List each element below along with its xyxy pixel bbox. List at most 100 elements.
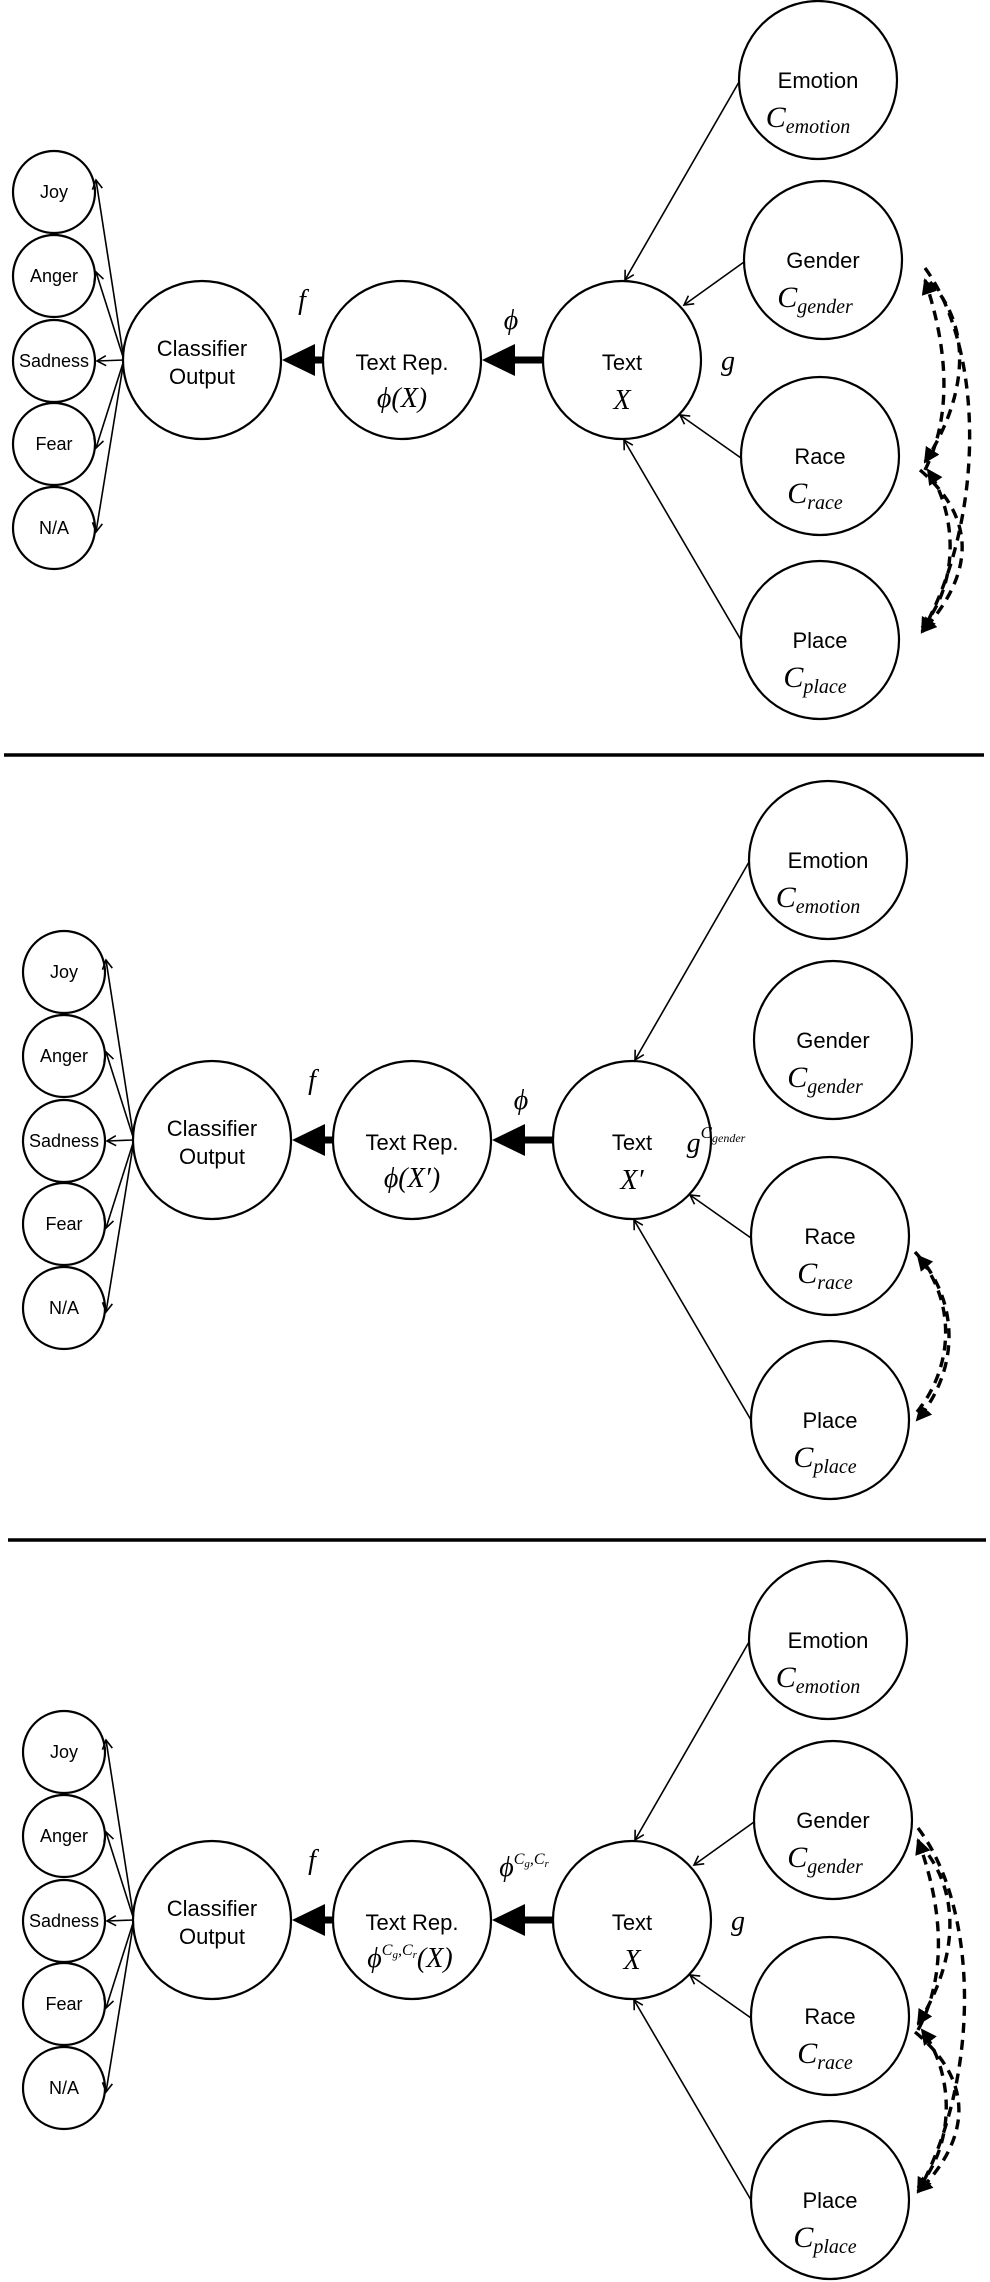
corr-race-gender-up (921, 278, 946, 471)
classifier-label-1: Classifier (167, 1896, 257, 1921)
place-concept-node: Place Cplace (749, 1339, 911, 1501)
classifier-node: Classifier Output (131, 1839, 293, 2001)
place-label: Place (802, 1408, 857, 1433)
gender-label: Gender (786, 248, 859, 273)
place-concept-node: Place Cplace (749, 2119, 911, 2281)
emotion-concept-node: Emotion Cemotion (747, 1559, 909, 1721)
g-c-gender-label: gCgender (687, 1123, 746, 1159)
edge-classifier-na (101, 1139, 135, 1314)
text-label: Text (612, 1130, 652, 1155)
anger-label: Anger (40, 1826, 88, 1846)
phi-x-prime-label: ϕ(X′) (384, 1163, 440, 1194)
f-label: f (308, 1845, 319, 1876)
edge-classifier-sadness (105, 1134, 135, 1147)
joy-label: Joy (50, 1742, 78, 1762)
c-place-label: Cplace (793, 1441, 856, 1478)
edge-race-text (688, 1194, 752, 1239)
na-node: N/A (21, 2045, 107, 2131)
textrep-label: Text Rep. (356, 350, 449, 375)
classifier-label-2: Output (179, 1924, 245, 1949)
corr-place-race-up (920, 468, 952, 630)
edge-classifier-fear (93, 359, 125, 450)
edge-place-text (633, 1998, 752, 2201)
corr-gender-place (920, 266, 972, 634)
corr-gender-race-down (916, 1840, 952, 2026)
c-emotion-label: Cemotion (776, 1661, 860, 1698)
sadness-label: Sadness (19, 351, 89, 371)
edge-classifier-joy (101, 958, 135, 1141)
panel-1: Joy Anger Sadness Fear N/A Classifier Ou… (11, 0, 972, 721)
sadness-label: Sadness (29, 1131, 99, 1151)
phi-label: ϕ (504, 305, 519, 336)
phi-cg-cr-x-label: ϕCg,Cr(X) (367, 1942, 452, 1974)
edge-emotion-text (624, 81, 740, 282)
x-prime-label: X′ (619, 1165, 644, 1196)
anger-label: Anger (30, 266, 78, 286)
edge-text-textrep-head (492, 1124, 525, 1156)
edge-textrep-classifier-head (292, 1904, 325, 1936)
panel-2: Joy Anger Sadness Fear N/A Classifier Ou… (21, 779, 951, 1501)
corr-place-race-up (916, 2028, 948, 2190)
corr-gender-race-down (923, 280, 962, 464)
gender-concept-node: Gender Cgender (742, 179, 904, 341)
joy-node: Joy (21, 1709, 107, 1795)
sadness-node: Sadness (21, 1878, 107, 1964)
g-label: g (721, 346, 735, 377)
edge-place-text (623, 438, 742, 641)
edge-classifier-sadness (95, 354, 125, 367)
c-race-label: Crace (797, 2037, 853, 2074)
race-concept-node: Race Crace (749, 1935, 911, 2097)
edge-emotion-text (634, 1641, 750, 1842)
anger-node: Anger (11, 233, 97, 319)
joy-node: Joy (11, 149, 97, 235)
fear-node: Fear (11, 401, 97, 487)
corr-place-race-up (915, 1254, 948, 1414)
textrep-label: Text Rep. (366, 1130, 459, 1155)
na-node: N/A (11, 485, 97, 571)
c-race-label: Crace (797, 1257, 853, 1294)
edge-classifier-anger (93, 270, 125, 361)
na-label: N/A (39, 518, 69, 538)
c-gender-label: Cgender (787, 1841, 863, 1878)
classifier-label-1: Classifier (157, 336, 247, 361)
edge-textrep-classifier-head (292, 1124, 325, 1156)
c-emotion-label: Cemotion (766, 101, 850, 138)
classifier-label-1: Classifier (167, 1116, 257, 1141)
edge-gender-text (682, 261, 745, 306)
race-label: Race (794, 444, 845, 469)
c-gender-label: Cgender (777, 281, 853, 318)
corr-gender-place (916, 1826, 967, 2194)
fear-label: Fear (45, 1214, 82, 1234)
gender-label: Gender (796, 1808, 869, 1833)
gender-concept-node: Gender Cgender (752, 1739, 914, 1901)
anger-label: Anger (40, 1046, 88, 1066)
edge-classifier-anger (103, 1830, 135, 1921)
panel-3: Joy Anger Sadness Fear N/A Classifier Ou… (21, 1559, 967, 2281)
textrep-node: Text Rep. ϕ(X) (321, 279, 483, 441)
joy-label: Joy (50, 962, 78, 982)
place-concept-node: Place Cplace (739, 559, 901, 721)
na-node: N/A (21, 1265, 107, 1351)
fear-node: Fear (21, 1181, 107, 1267)
place-label: Place (792, 628, 847, 653)
gender-label: Gender (796, 1028, 869, 1053)
anger-node: Anger (21, 1013, 107, 1099)
emotion-label: Emotion (788, 1628, 869, 1653)
x-label: X (622, 1945, 641, 1976)
na-label: N/A (49, 2078, 79, 2098)
edge-textrep-classifier-head (282, 344, 315, 376)
c-place-label: Cplace (793, 2221, 856, 2258)
edge-classifier-na (91, 359, 125, 534)
gender-concept-node: Gender Cgender (752, 959, 914, 1121)
textrep-node: Text Rep. ϕCg,Cr(X) (331, 1839, 493, 2001)
edge-classifier-na (101, 1919, 135, 2094)
classifier-node: Classifier Output (121, 279, 283, 441)
edge-classifier-fear (103, 1139, 135, 1230)
text-node: Text X (541, 279, 703, 441)
classifier-label-2: Output (169, 364, 235, 389)
joy-label: Joy (40, 182, 68, 202)
na-label: N/A (49, 1298, 79, 1318)
edge-classifier-fear (103, 1919, 135, 2010)
text-label: Text (612, 1910, 652, 1935)
